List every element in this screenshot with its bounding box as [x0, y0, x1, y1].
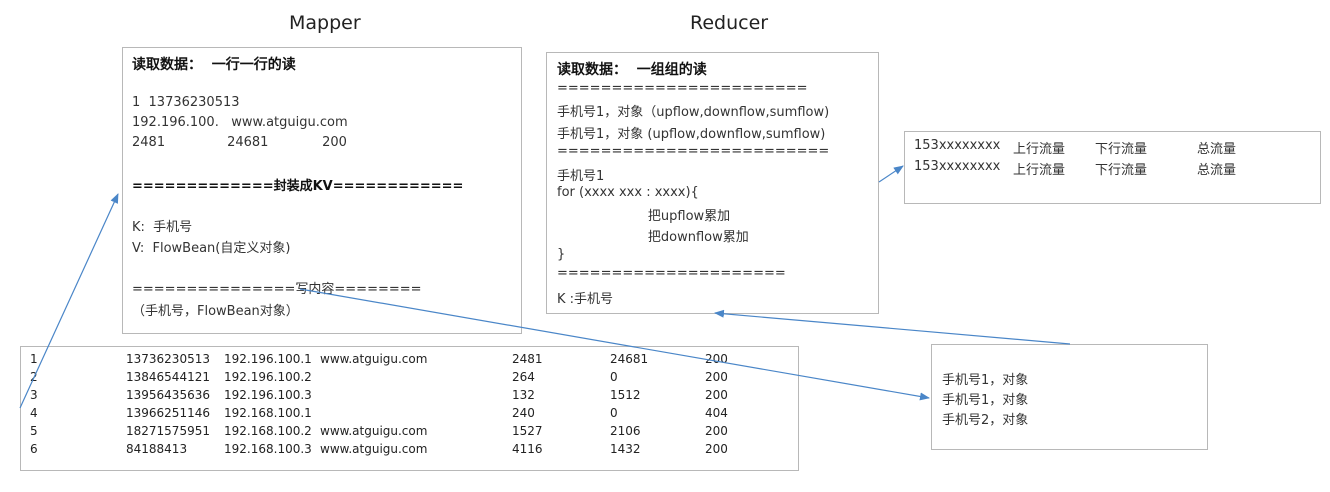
table-cell: 18271575951 [126, 424, 210, 438]
table-cell: 200 [705, 370, 728, 384]
table-cell: 2481 [512, 352, 543, 366]
table-cell: 192.196.100.2 [224, 370, 312, 384]
table-row: 1 13736230513 192.196.100.1 www.atguigu.… [21, 352, 798, 370]
reducer-loop-line: for (xxxx xxx : xxxx){ [557, 185, 699, 200]
table-cell: 0 [610, 370, 618, 384]
table-cell: 84188413 [126, 442, 188, 456]
table-cell: 4116 [512, 442, 543, 456]
table-cell: www.atguigu.com [320, 442, 428, 456]
input-data-table: 1 13736230513 192.196.100.1 www.atguigu.… [20, 346, 799, 471]
table-cell: 200 [705, 388, 728, 402]
table-cell: www.atguigu.com [320, 352, 428, 366]
result-cell: 上行流量 [1013, 163, 1066, 178]
shuffle-line: 手机号1，对象 [942, 393, 1029, 408]
table-row: 3 13956435636 192.196.100.3 132 1512 200 [21, 388, 798, 406]
table-cell: 132 [512, 388, 535, 402]
shuffle-line: 手机号2，对象 [942, 413, 1029, 428]
table-cell: 3 [30, 388, 38, 402]
reducer-item: 手机号1，对象 (upflow,downflow,sumflow) [557, 127, 826, 142]
reducer-item: 手机号1，对象（upflow,downflow,sumflow) [557, 105, 830, 120]
mapper-box: 读取数据： 一行一行的读 1 13736230513 192.196.100. … [122, 47, 522, 334]
reducer-title: Reducer [690, 12, 769, 34]
result-cell: 上行流量 [1013, 142, 1066, 157]
reducer-loop-line: } [557, 247, 566, 262]
reducer-separator: ========================= [557, 144, 830, 159]
table-cell: 13846544121 [126, 370, 210, 384]
table-cell: 6 [30, 442, 38, 456]
table-cell: 192.196.100.1 [224, 352, 312, 366]
table-cell: 1432 [610, 442, 641, 456]
result-cell: 153xxxxxxxx [914, 159, 1001, 174]
table-cell: 13736230513 [126, 352, 210, 366]
reducer-heading: 读取数据： 一组组的读 [557, 62, 707, 78]
mapper-heading: 读取数据： 一行一行的读 [132, 57, 296, 73]
reducer-separator: ======================= [557, 81, 808, 96]
table-cell: 5 [30, 424, 38, 438]
result-cell: 153xxxxxxxx [914, 138, 1001, 153]
table-cell: 200 [705, 352, 728, 366]
mapper-kv-line: K: 手机号 [132, 220, 193, 235]
arrow-reducer-to-result [878, 165, 904, 183]
mapper-sample-line: 1 13736230513 [132, 95, 240, 110]
mapper-kv-line: V: FlowBean(自定义对象) [132, 241, 291, 256]
reducer-loop-line: 把downflow累加 [557, 230, 749, 245]
reducer-loop-line: 把upflow累加 [557, 209, 731, 224]
table-cell: www.atguigu.com [320, 424, 428, 438]
table-cell: 13956435636 [126, 388, 210, 402]
table-cell: 4 [30, 406, 38, 420]
table-cell: 192.196.100.3 [224, 388, 312, 402]
table-cell: 200 [705, 424, 728, 438]
result-cell: 下行流量 [1095, 142, 1148, 157]
table-cell: 200 [705, 442, 728, 456]
table-cell: 404 [705, 406, 728, 420]
table-cell: 192.168.100.1 [224, 406, 312, 420]
result-cell: 总流量 [1197, 163, 1237, 178]
mapper-sample-line: 192.196.100. www.atguigu.com [132, 115, 348, 130]
reducer-box: 读取数据： 一组组的读 ======================= 手机号1… [546, 52, 879, 314]
mapper-separator: =============封装成KV============ [132, 179, 464, 194]
table-cell: 2 [30, 370, 38, 384]
table-row: 6 84188413 192.168.100.3 www.atguigu.com… [21, 442, 798, 460]
table-row: 2 13846544121 192.196.100.2 264 0 200 [21, 370, 798, 388]
table-row: 4 13966251146 192.168.100.1 240 0 404 [21, 406, 798, 424]
table-cell: 2106 [610, 424, 641, 438]
table-cell: 264 [512, 370, 535, 384]
table-cell: 192.168.100.3 [224, 442, 312, 456]
reducer-key: K :手机号 [557, 292, 614, 307]
table-cell: 0 [610, 406, 618, 420]
table-cell: 24681 [610, 352, 649, 366]
table-cell: 1 [30, 352, 38, 366]
mapper-sample-line: 2481 24681 200 [132, 135, 347, 150]
table-cell: 13966251146 [126, 406, 210, 420]
reducer-loop-line: 手机号1 [557, 169, 605, 184]
table-row: 5 18271575951 192.168.100.2 www.atguigu.… [21, 424, 798, 442]
shuffle-line: 手机号1，对象 [942, 373, 1029, 388]
shuffle-box: 手机号1，对象 手机号1，对象 手机号2，对象 [931, 344, 1208, 450]
table-cell: 1512 [610, 388, 641, 402]
result-cell: 下行流量 [1095, 163, 1148, 178]
table-cell: 1527 [512, 424, 543, 438]
mapper-title: Mapper [289, 12, 361, 34]
table-cell: 240 [512, 406, 535, 420]
result-cell: 总流量 [1197, 142, 1237, 157]
mapper-separator: ===============写内容======== [132, 282, 422, 297]
table-cell: 192.168.100.2 [224, 424, 312, 438]
mapper-output: （手机号，FlowBean对象） [132, 304, 299, 319]
result-box: 153xxxxxxxx 上行流量 下行流量 总流量 153xxxxxxxx 上行… [904, 131, 1321, 204]
arrow-shuffle-to-reducer [714, 309, 1071, 345]
reducer-separator: ===================== [557, 266, 786, 281]
